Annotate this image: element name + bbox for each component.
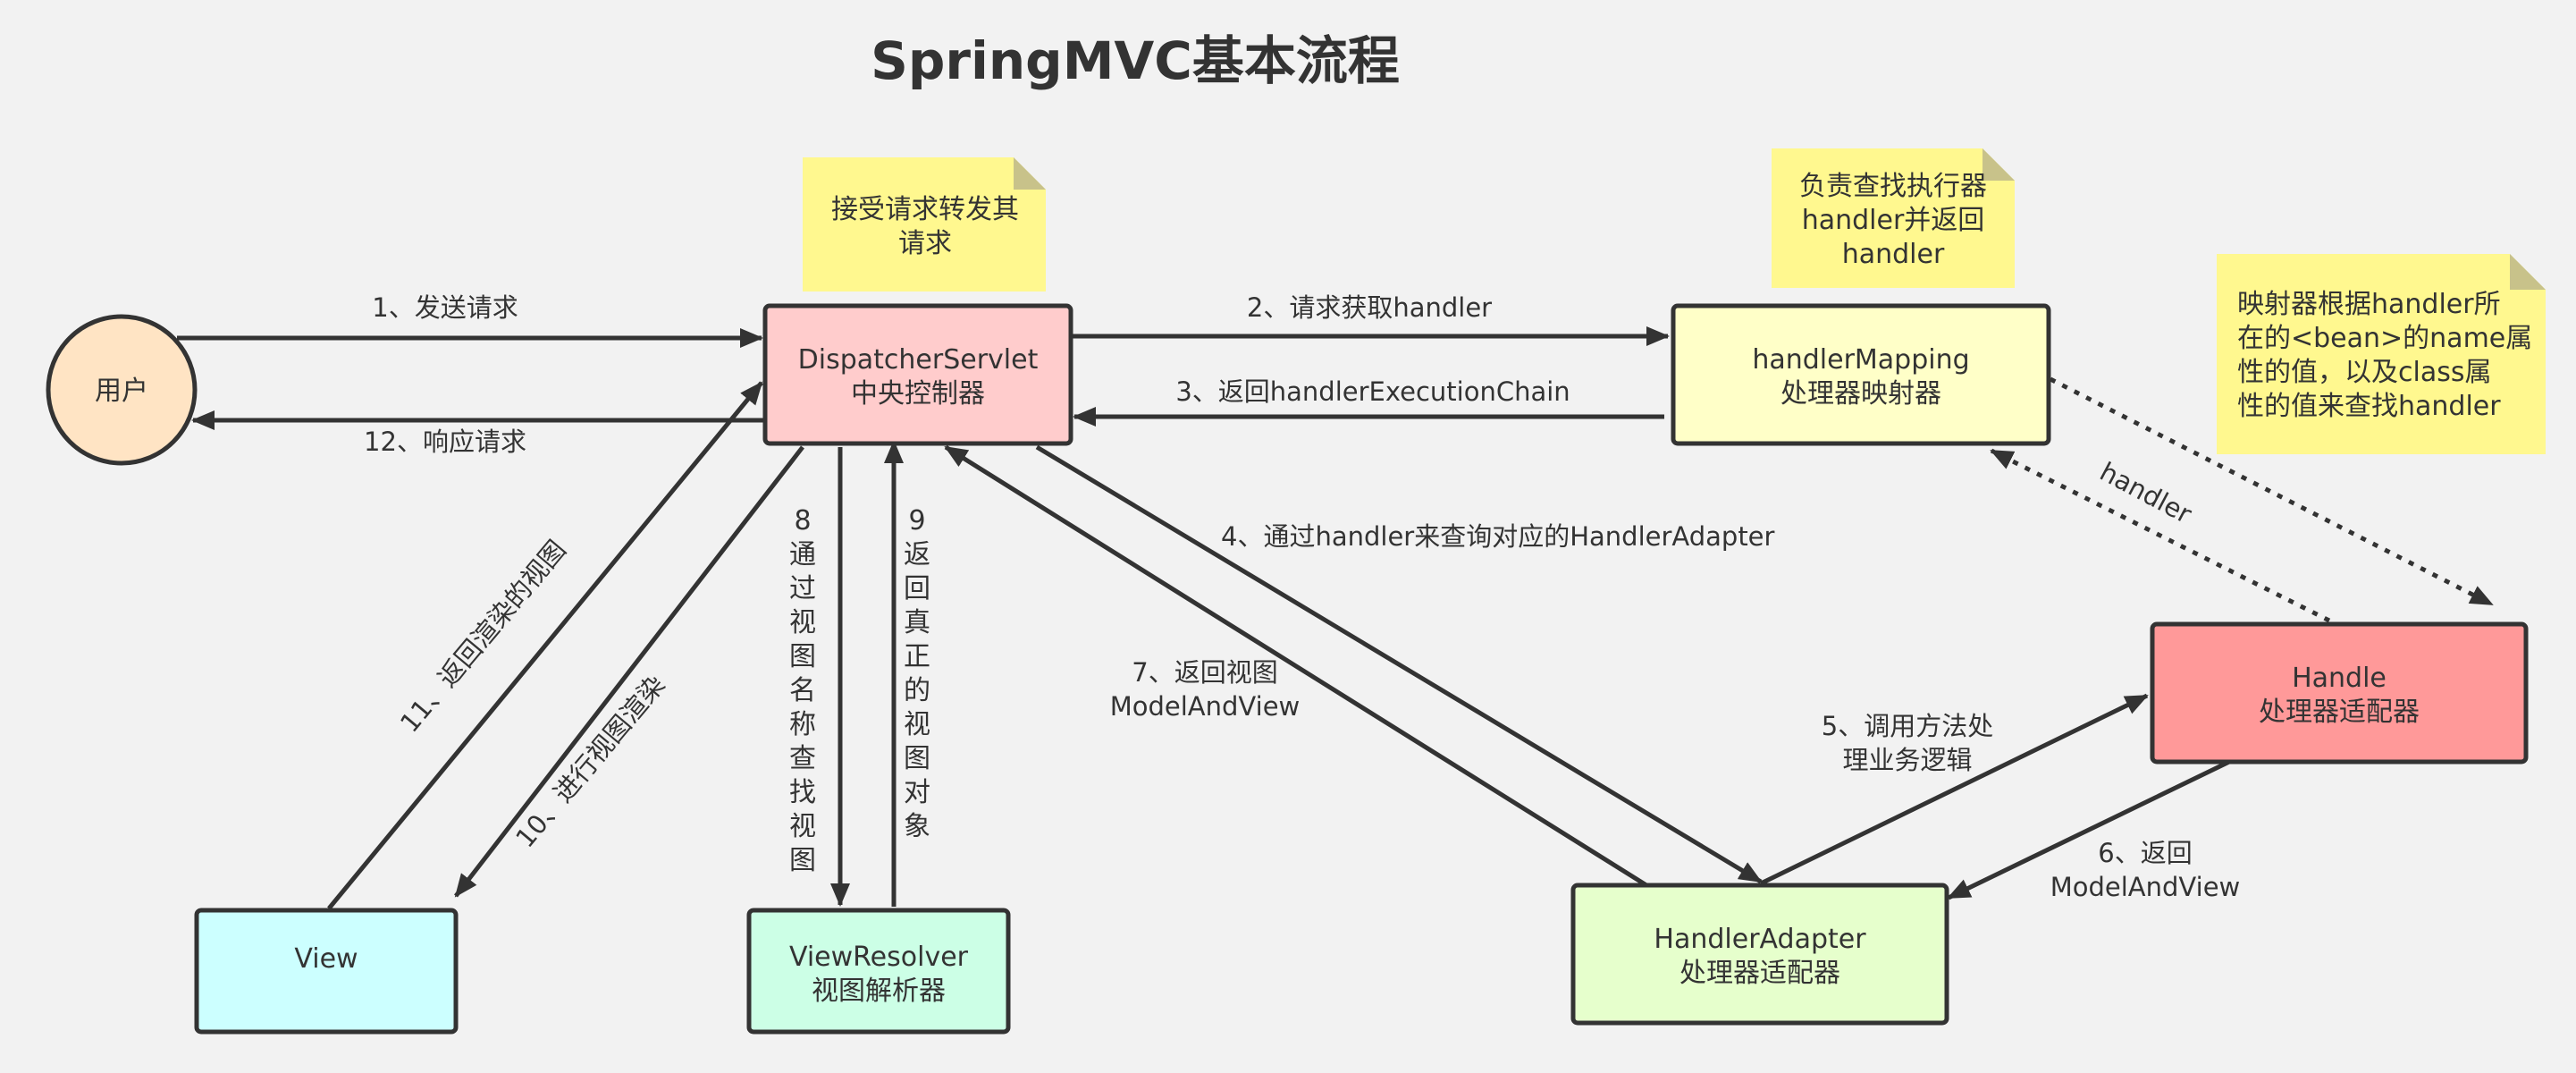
dispatcher-label-line2: 中央控制器 — [851, 378, 985, 410]
handler-mapping-label-line1: handlerMapping — [1752, 344, 1969, 376]
note-mapping-line1: 负责查找执行器 — [1799, 171, 1987, 202]
node-user[interactable]: 用户 — [46, 314, 198, 466]
node-handler-adapter[interactable]: HandlerAdapter 处理器适配器 — [1570, 883, 1949, 1026]
edge-5-label-line2: 理业务逻辑 — [1842, 745, 1972, 775]
user-circle — [46, 314, 198, 466]
handle-label-line1: Handle — [2292, 663, 2387, 694]
dispatcher-label-line1: DispatcherServlet — [798, 344, 1039, 376]
edge-dotted-mapping-to-handle — [2049, 376, 2494, 607]
edges — [177, 326, 2494, 910]
note-mapper-fold — [2510, 254, 2546, 290]
handler-mapping-box — [1671, 303, 2051, 446]
note-dispatcher-body — [803, 157, 1046, 291]
edge-6-return-modelandview — [1947, 759, 2231, 900]
user-label: 用户 — [95, 376, 148, 407]
edge-4-query-adapter — [1035, 444, 1763, 884]
edge-7-label-line2: ModelAndView — [1110, 691, 1301, 722]
note-mapper-line1: 映射器根据handler所 — [2237, 289, 2501, 320]
node-view-resolver[interactable]: ViewResolver 视图解析器 — [746, 908, 1011, 1035]
handle-label-line2: 处理器适配器 — [2259, 697, 2420, 728]
note-mapper-line4: 性的值来查找handler — [2237, 391, 2501, 422]
note-dispatcher: 接受请求转发其 请求 — [803, 157, 1046, 291]
note-mapper: 映射器根据handler所 在的<bean>的name属 性的值，以及class… — [2217, 254, 2546, 454]
note-mapping-fold — [1983, 148, 2015, 181]
note-dispatcher-line2: 请求 — [898, 228, 952, 259]
note-mapping-body — [1772, 148, 2015, 288]
edge-4-label: 4、通过handler来查询对应的HandlerAdapter — [1221, 521, 1775, 552]
note-mapper-line2: 在的<bean>的name属 — [2237, 323, 2532, 354]
view-box — [194, 908, 459, 1035]
note-mapper-line3: 性的值，以及class属 — [2237, 357, 2491, 388]
note-dispatcher-fold — [1014, 157, 1046, 190]
handler-adapter-label-line1: HandlerAdapter — [1654, 924, 1866, 955]
diagram-title: SpringMVC基本流程 — [871, 30, 1400, 91]
edge-12-label: 12、响应请求 — [364, 427, 526, 457]
edge-handler-label: handler — [2095, 456, 2197, 529]
note-mapping: 负责查找执行器 handler并返回 handler — [1772, 148, 2015, 288]
edge-dotted-handle-to-mapping — [1990, 448, 2331, 623]
edge-1-label: 1、发送请求 — [372, 292, 518, 323]
view-label: View — [294, 943, 358, 975]
view-resolver-box — [746, 908, 1011, 1035]
edge-11-return-rendered — [327, 381, 763, 910]
edge-6-label-line1: 6、返回 — [2098, 838, 2192, 868]
node-handler-mapping[interactable]: handlerMapping 处理器映射器 — [1671, 303, 2051, 446]
handler-adapter-label-line2: 处理器适配器 — [1679, 958, 1840, 989]
node-handle[interactable]: Handle 处理器适配器 — [2150, 621, 2529, 765]
handle-box — [2150, 621, 2529, 765]
edge-7-label-line1: 7、返回视图 — [1132, 657, 1277, 688]
dispatcher-box — [762, 303, 1073, 446]
edge-10-label: 10、进行视图渲染 — [509, 670, 670, 854]
node-view[interactable]: View — [194, 908, 459, 1035]
edge-11-label: 11、返回渲染的视图 — [394, 535, 572, 739]
note-mapping-line3: handler — [1842, 239, 1945, 270]
handler-adapter-box — [1570, 883, 1949, 1026]
note-dispatcher-line1: 接受请求转发其 — [831, 194, 1019, 225]
handler-mapping-label-line2: 处理器映射器 — [1780, 378, 1941, 410]
edge-2-label: 2、请求获取handler — [1247, 292, 1492, 323]
note-mapping-line2: handler并返回 — [1802, 205, 1985, 236]
edge-5-label-line1: 5、调用方法处 — [1822, 711, 1993, 741]
view-resolver-label-line2: 视图解析器 — [812, 976, 946, 1007]
edge-3-label: 3、返回handlerExecutionChain — [1175, 376, 1570, 407]
note-mapper-body — [2217, 254, 2546, 454]
edge-10-render — [454, 445, 804, 898]
edge-7-return-modelandview — [944, 444, 1648, 888]
edge-5-invoke-handler — [1759, 693, 2149, 886]
view-resolver-label-line1: ViewResolver — [789, 942, 969, 973]
edge-6-label-line2: ModelAndView — [2050, 872, 2241, 902]
node-dispatcher-servlet[interactable]: DispatcherServlet 中央控制器 — [762, 303, 1073, 446]
